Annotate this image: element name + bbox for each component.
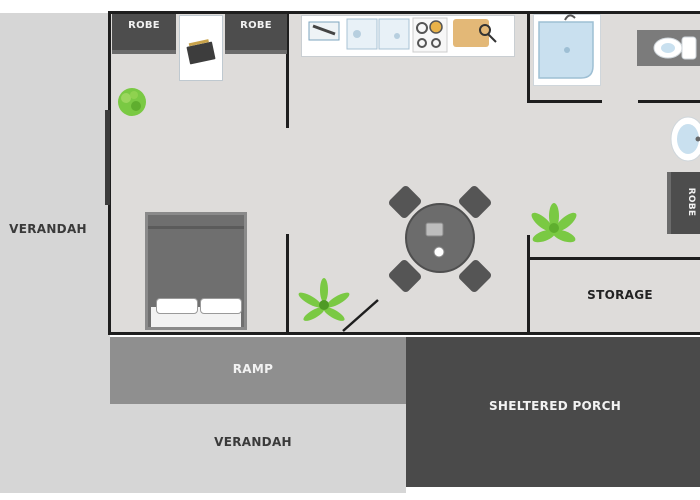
porch-area bbox=[406, 337, 700, 487]
wall-bedroom-lower bbox=[286, 234, 289, 334]
verandah-left-label: VERANDAH bbox=[9, 222, 87, 236]
wall-bath-left bbox=[527, 13, 530, 103]
ramp-area bbox=[110, 337, 406, 404]
pillow-right bbox=[200, 298, 242, 314]
wall-bath-bottom-b bbox=[638, 100, 700, 103]
wall-storage-left bbox=[527, 235, 530, 335]
desk bbox=[179, 15, 223, 81]
bed-fold bbox=[148, 226, 244, 229]
robe-left bbox=[112, 14, 176, 54]
plant-bedroom-icon bbox=[118, 88, 146, 116]
robe-middle bbox=[225, 14, 287, 54]
wall-bottom bbox=[108, 332, 700, 335]
wall-top bbox=[108, 11, 700, 14]
robe-middle-label: ROBE bbox=[240, 20, 272, 31]
verandah-left-area bbox=[0, 13, 110, 493]
dining-set bbox=[388, 185, 492, 293]
toilet-icon bbox=[653, 36, 697, 60]
laptop-icon bbox=[186, 39, 216, 65]
wall-storage-top bbox=[527, 257, 700, 260]
basin-icon bbox=[670, 116, 700, 162]
ramp-label: RAMP bbox=[232, 362, 274, 376]
robe-left-label: ROBE bbox=[128, 20, 160, 31]
plant-entry-icon bbox=[298, 278, 350, 321]
verandah-bottom-area bbox=[110, 404, 406, 493]
window-left bbox=[105, 110, 110, 205]
shower-tray-icon bbox=[538, 14, 594, 79]
robe-right bbox=[667, 172, 700, 234]
kitchen-appliances bbox=[308, 17, 497, 53]
storage-label: STORAGE bbox=[587, 288, 653, 302]
wall-bedroom-upper bbox=[286, 13, 289, 128]
pillow-left bbox=[156, 298, 198, 314]
plant-living-icon bbox=[531, 203, 577, 243]
verandah-bottom-label: VERANDAH bbox=[214, 435, 292, 449]
robe-right-label: ROBE bbox=[686, 187, 696, 217]
porch-label: SHELTERED PORCH bbox=[488, 399, 622, 413]
wall-bath-bottom-a bbox=[527, 100, 602, 103]
